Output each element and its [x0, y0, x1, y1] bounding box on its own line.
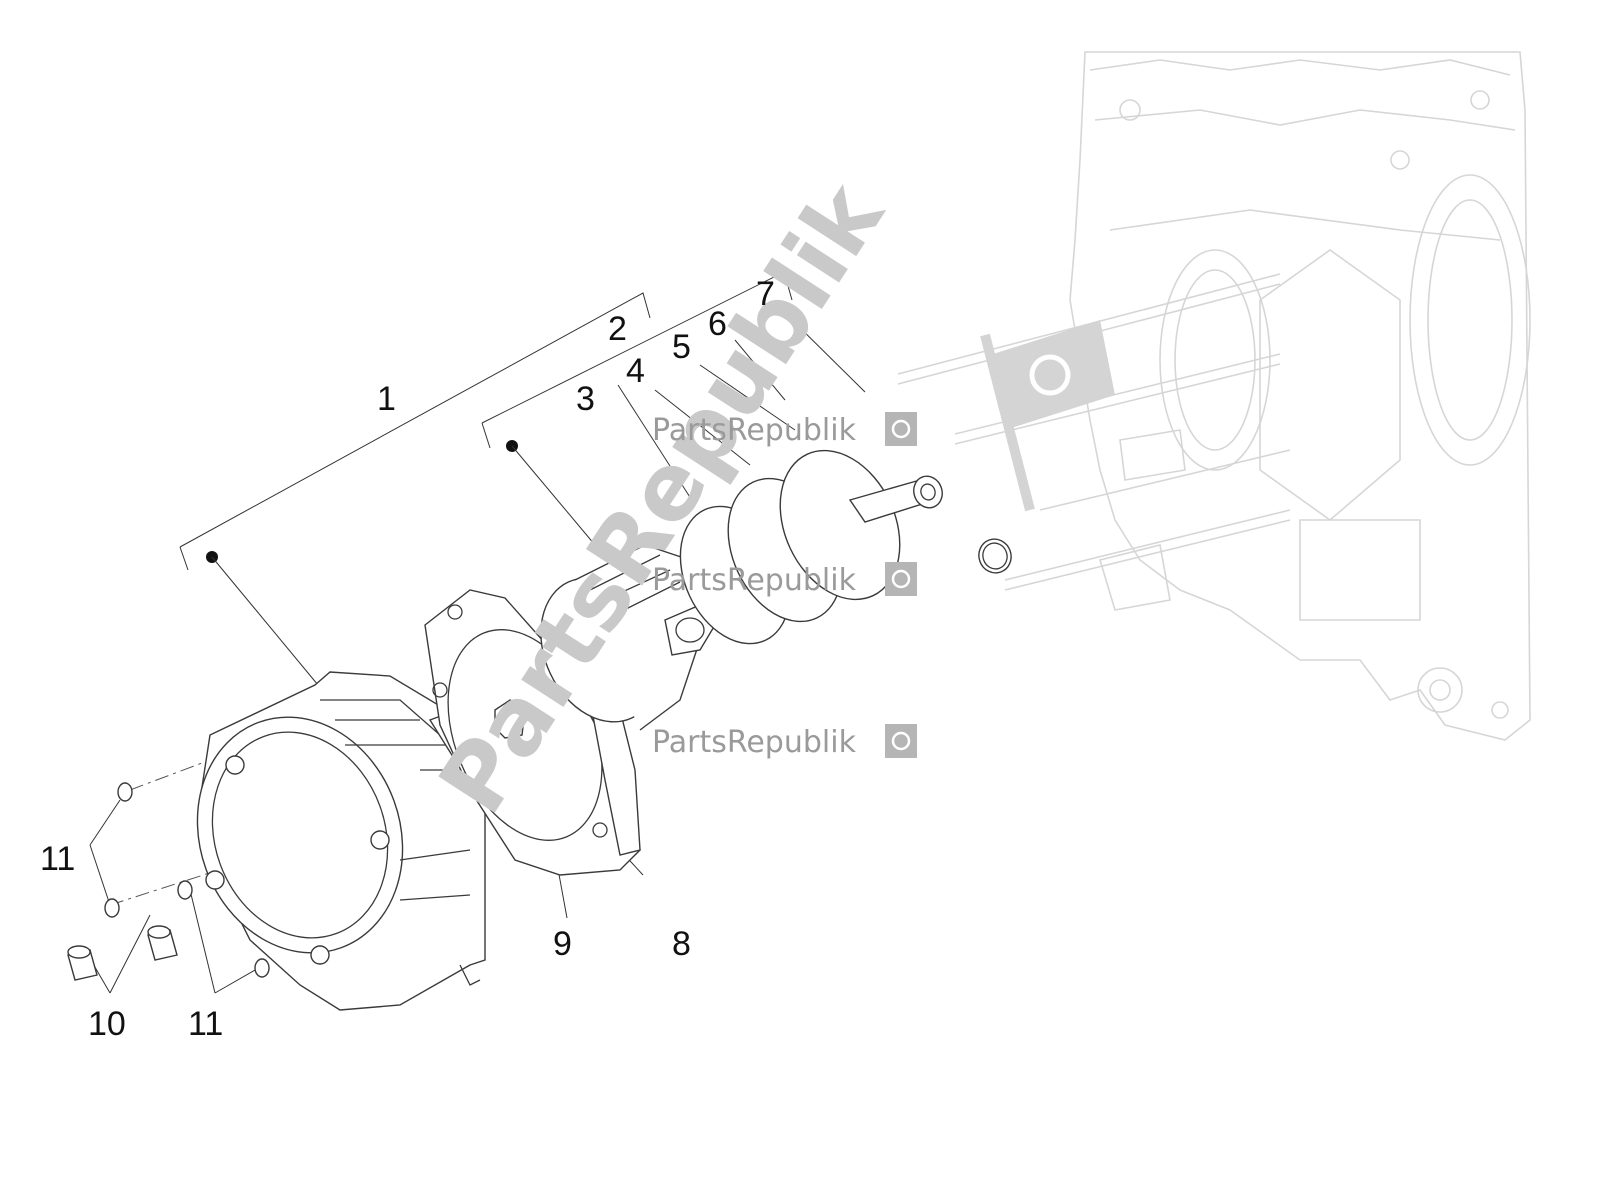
watermark-row-1: PartsRepublik — [652, 412, 917, 448]
gear-icon — [891, 731, 911, 751]
watermark-text-2: PartsRepublik — [652, 563, 857, 598]
watermark-text-3: PartsRepublik — [652, 725, 857, 760]
gear-flag-icon — [885, 412, 917, 446]
gear-flag-icon — [885, 724, 917, 758]
centre-line-upper — [129, 744, 251, 791]
callout-8: 8 — [672, 925, 691, 963]
piston-part — [540, 544, 716, 731]
watermark-flag — [980, 320, 1115, 512]
watermark-row-2: PartsRepublik — [652, 562, 917, 598]
callout-1: 1 — [377, 380, 396, 418]
gear-icon — [891, 569, 911, 589]
callout-11-lower: 11 — [188, 1005, 223, 1043]
group-bracket-1 — [179, 292, 651, 686]
washer-parts — [104, 782, 270, 978]
piston-pin-part — [848, 475, 943, 523]
callout-10: 10 — [88, 1005, 126, 1043]
ghost-engine-block — [897, 51, 1531, 741]
head-gasket-part — [424, 589, 641, 876]
callout-3: 3 — [576, 380, 595, 418]
centre-line-lower — [109, 859, 251, 906]
callout-2: 2 — [608, 310, 627, 348]
callout-6: 6 — [708, 305, 727, 343]
callout-11-upper: 11 — [40, 840, 75, 878]
cylinder-part — [196, 671, 501, 1011]
gear-flag-icon — [885, 562, 917, 596]
gear-icon — [891, 419, 911, 439]
callout-9: 9 — [553, 925, 572, 963]
callout-7: 7 — [756, 275, 775, 313]
callout-labels: 1 2 3 4 5 6 7 8 9 10 11 11 — [40, 275, 775, 1043]
dowel-parts — [67, 925, 178, 981]
watermark-row-3: PartsRepublik — [652, 724, 917, 760]
group-bracket-2 — [481, 271, 793, 546]
circlip-part — [978, 538, 1012, 574]
callout-4: 4 — [626, 352, 645, 390]
callout-5: 5 — [672, 328, 691, 366]
watermark-text-1: PartsRepublik — [652, 413, 857, 448]
gear-icon — [1029, 354, 1071, 396]
